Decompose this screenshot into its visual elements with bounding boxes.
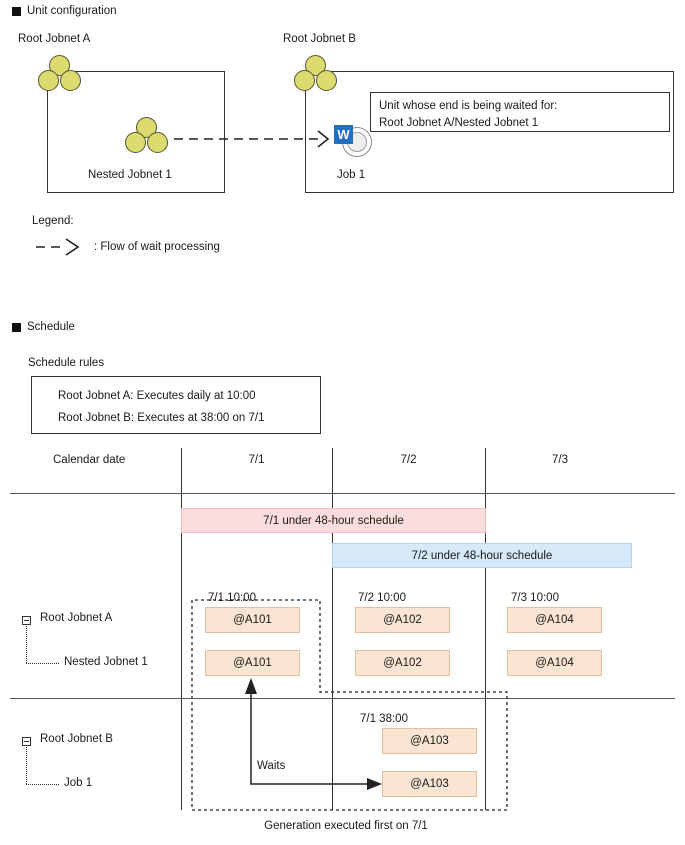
unit-configuration-heading-text: Unit configuration [27,5,117,17]
schedule-rule-1: Root Jobnet A: Executes daily at 10:00 [58,390,256,402]
column-divider-1 [181,448,183,810]
generation-box[interactable]: @A101 [205,650,300,676]
tree-connector-vertical [26,626,27,663]
column-divider-2 [332,448,334,810]
jobnet-circle-right [316,70,337,91]
time-label-7-2-1000: 7/2 10:00 [358,592,406,604]
bar-7-1-48hour-label: 7/1 under 48-hour schedule [263,514,404,527]
generation-box[interactable]: @A103 [382,728,477,754]
square-bullet-icon [12,322,21,332]
wait-badge-icon: W [334,125,353,144]
schedule-rules-title: Schedule rules [28,357,105,369]
tree-connector-horizontal [26,663,59,664]
nested-jobnet-1-label: Nested Jobnet 1 [88,169,172,181]
unit-configuration-heading: Unit configuration [12,5,117,17]
generation-box[interactable]: @A104 [507,650,602,676]
column-divider-3 [485,448,487,810]
job-1-icon: W [334,123,376,161]
table-middle-rule [10,698,675,700]
schedule-rules-box: Root Jobnet A: Executes daily at 10:00 R… [31,376,321,434]
column-header-7-1: 7/1 [248,454,265,466]
generation-id: @A101 [233,614,272,626]
nested-jobnet-1-icon [125,117,169,157]
tree-connector-horizontal [26,784,59,785]
generation-box[interactable]: @A104 [507,607,602,633]
calendar-date-label: Calendar date [53,454,126,466]
callout-line-2: Root Jobnet A/Nested Jobnet 1 [379,116,539,129]
root-jobnet-a-icon [38,55,82,95]
generation-id: @A101 [233,657,272,669]
tree-node-root-jobnet-b[interactable] [22,737,31,746]
column-header-7-3: 7/3 [552,454,568,466]
jobnet-circle-right [147,132,168,153]
row-label-job-1: Job 1 [64,777,93,789]
footer-caption: Generation executed first on 7/1 [264,820,428,832]
root-jobnet-a-box [47,71,225,193]
row-label-root-jobnet-b: Root Jobnet B [40,733,113,745]
waits-arrow-head-up [245,678,257,694]
job-1-label: Job 1 [337,169,366,181]
legend-arrow-head [65,238,80,256]
legend-entry-text: : Flow of wait processing [94,241,220,253]
generation-id: @A102 [383,614,422,626]
generation-id: @A103 [410,778,449,790]
generation-id: @A103 [410,735,449,747]
bar-7-2-48hour-label: 7/2 under 48-hour schedule [411,549,553,562]
bar-7-1-48hour: 7/1 under 48-hour schedule [181,508,486,533]
bar-7-2-48hour: 7/2 under 48-hour schedule [332,543,632,568]
row-label-root-jobnet-a: Root Jobnet A [40,612,113,624]
column-header-7-2: 7/2 [400,454,417,466]
generation-id: @A102 [383,657,422,669]
generation-box[interactable]: @A101 [205,607,300,633]
generation-box[interactable]: @A102 [355,607,450,633]
jobnet-circle-left [125,132,146,153]
jobnet-circle-right [60,70,81,91]
root-jobnet-b-icon [294,55,338,95]
schedule-rule-2: Root Jobnet B: Executes at 38:00 on 7/1 [58,412,265,424]
root-jobnet-b-label: Root Jobnet B [283,33,356,45]
generation-id: @A104 [535,614,574,626]
waits-arrow-head-right [367,778,382,790]
time-label-7-1-1000: 7/1 10:00 [208,592,256,604]
tree-connector-vertical [26,747,27,784]
legend-heading: Legend: [32,215,74,227]
waits-label: Waits [257,760,286,772]
jobnet-circle-left [38,70,59,91]
root-jobnet-a-label: Root Jobnet A [18,33,91,45]
jobnet-circle-left [294,70,315,91]
row-label-nested-jobnet-1: Nested Jobnet 1 [64,656,148,668]
tree-node-root-jobnet-a[interactable] [22,616,31,625]
schedule-heading-text: Schedule [27,321,75,333]
wait-target-callout: Unit whose end is being waited for: Root… [370,92,670,132]
table-top-rule [10,493,675,495]
time-label-7-1-3800: 7/1 38:00 [360,713,408,725]
generation-box[interactable]: @A103 [382,771,477,797]
generation-id: @A104 [535,657,574,669]
root-jobnet-b-box [305,71,674,193]
square-bullet-icon [12,6,21,16]
schedule-heading: Schedule [12,321,75,333]
generation-box[interactable]: @A102 [355,650,450,676]
time-label-7-3-1000: 7/3 10:00 [511,592,559,604]
callout-line-1: Unit whose end is being waited for: [379,100,558,112]
